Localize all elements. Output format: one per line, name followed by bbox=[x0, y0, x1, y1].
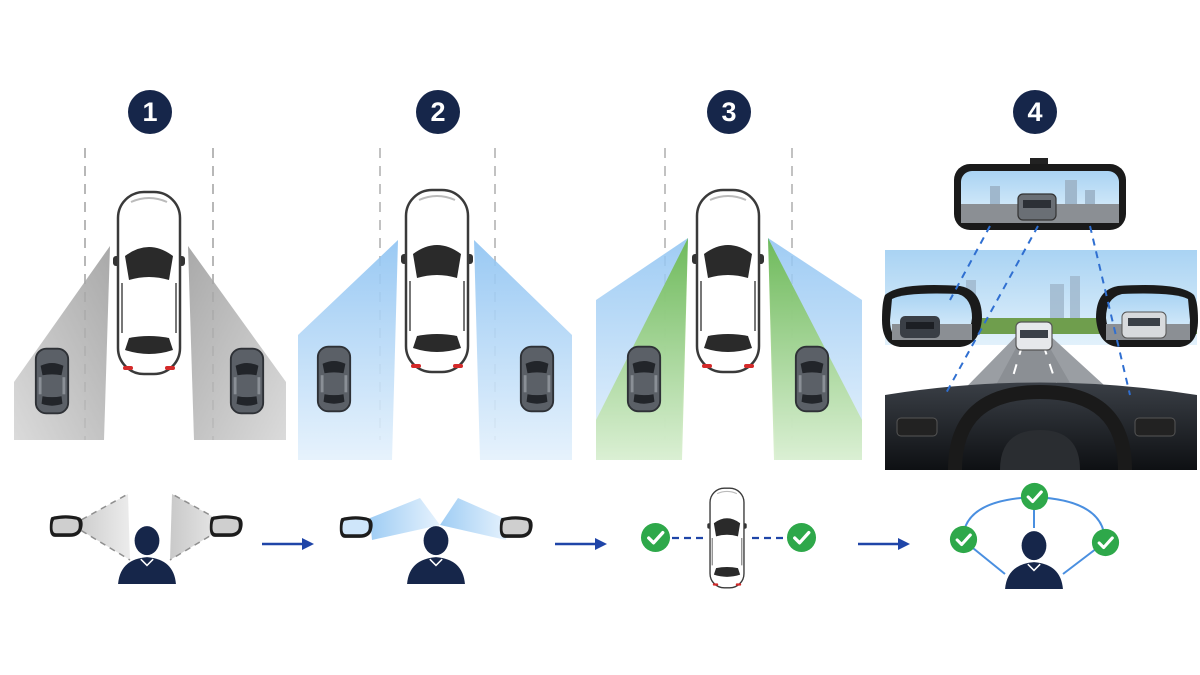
panel-3-full-coverage bbox=[596, 148, 862, 460]
step-4-icon bbox=[949, 482, 1120, 589]
check-circle-icon bbox=[640, 522, 671, 553]
panel-4-driver-view bbox=[882, 158, 1198, 471]
steering-wheel-icon bbox=[948, 384, 1132, 471]
left-side-mirror-icon bbox=[882, 285, 982, 347]
arrow-right-icon bbox=[858, 537, 910, 551]
side-mirror-icon bbox=[339, 516, 373, 538]
sight-lines bbox=[944, 225, 1131, 396]
car-icon bbox=[794, 345, 830, 413]
step-3-icon bbox=[640, 487, 817, 589]
panel-2-mirror-views bbox=[298, 148, 572, 460]
check-circle-icon bbox=[786, 522, 817, 553]
car-top-view-icon bbox=[111, 190, 187, 376]
panel-1-blind-spots bbox=[14, 148, 286, 440]
person-icon bbox=[406, 525, 466, 584]
right-side-mirror-icon bbox=[1096, 285, 1198, 347]
step-badge-1: 1 bbox=[128, 90, 172, 134]
rearview-mirror-icon bbox=[954, 158, 1126, 230]
car-icon bbox=[519, 345, 555, 413]
car-top-view-icon bbox=[706, 487, 748, 589]
step-badge-3: 3 bbox=[707, 90, 751, 134]
car-icon bbox=[34, 347, 70, 415]
side-mirror-icon bbox=[209, 515, 243, 537]
person-icon bbox=[1004, 530, 1064, 589]
car-top-view-icon bbox=[399, 188, 475, 374]
step-badge-2: 2 bbox=[416, 90, 460, 134]
car-icon bbox=[626, 345, 662, 413]
step-2-icon bbox=[339, 498, 533, 584]
side-mirror-icon bbox=[49, 515, 83, 537]
arrow-right-icon bbox=[555, 537, 607, 551]
check-circle-icon bbox=[1020, 482, 1049, 511]
check-circle-icon bbox=[949, 525, 978, 554]
step-1-icon bbox=[49, 493, 243, 584]
side-mirror-icon bbox=[499, 516, 533, 538]
car-icon bbox=[229, 347, 265, 415]
step-badge-4: 4 bbox=[1013, 90, 1057, 134]
check-circle-icon bbox=[1091, 528, 1120, 557]
arrow-right-icon bbox=[262, 537, 314, 551]
car-top-view-icon bbox=[690, 188, 766, 374]
car-icon bbox=[316, 345, 352, 413]
